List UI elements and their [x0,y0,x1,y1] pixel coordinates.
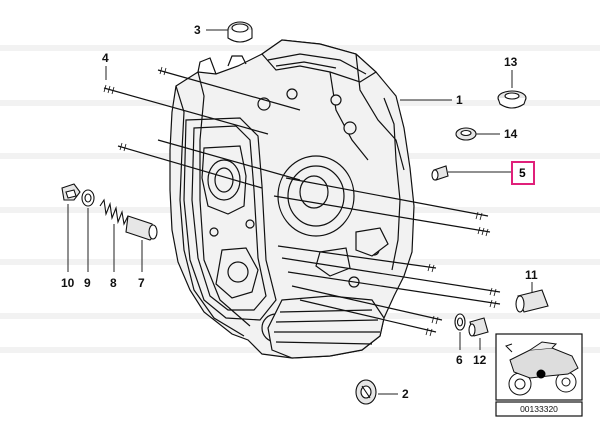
part-12-bushing [468,317,489,337]
part-10-plug [61,183,81,201]
part-11-sleeve [515,289,549,313]
callout-8: 8 [110,276,117,290]
part-8-spring [99,198,129,226]
callout-11: 11 [525,268,538,282]
callout-labels: 3 4 1 13 14 5 10 9 8 7 11 6 12 2 [61,23,538,401]
part-2-plug [355,379,377,405]
reference-code: 00133320 [520,404,558,414]
engine-location-marker [536,369,546,379]
motorcycle-location-inset: 00133320 [495,333,583,417]
motorcycle-icon [505,341,579,396]
callout-12: 12 [473,353,487,367]
leader-lines [67,29,533,395]
part-3-cap [227,21,253,43]
callout-13: 13 [504,55,518,69]
callout-2: 2 [402,387,409,401]
long-studs-part-4 [103,66,501,337]
part-13-grommet [497,90,527,109]
callout-1: 1 [456,93,463,107]
part-14-ring [455,127,477,141]
callout-3: 3 [194,23,201,37]
callout-14: 14 [504,127,518,141]
callout-6: 6 [456,353,463,367]
callout-7: 7 [138,276,145,290]
callout-9: 9 [84,276,91,290]
callout-5: 5 [519,166,526,180]
callout-5-highlight-box [511,161,535,185]
part-6-oring [454,313,466,331]
part-7-pin [125,215,158,241]
part-9-washer [81,189,95,207]
callout-4: 4 [102,51,109,65]
part-5-dowel [431,165,449,181]
callout-10: 10 [61,276,75,290]
